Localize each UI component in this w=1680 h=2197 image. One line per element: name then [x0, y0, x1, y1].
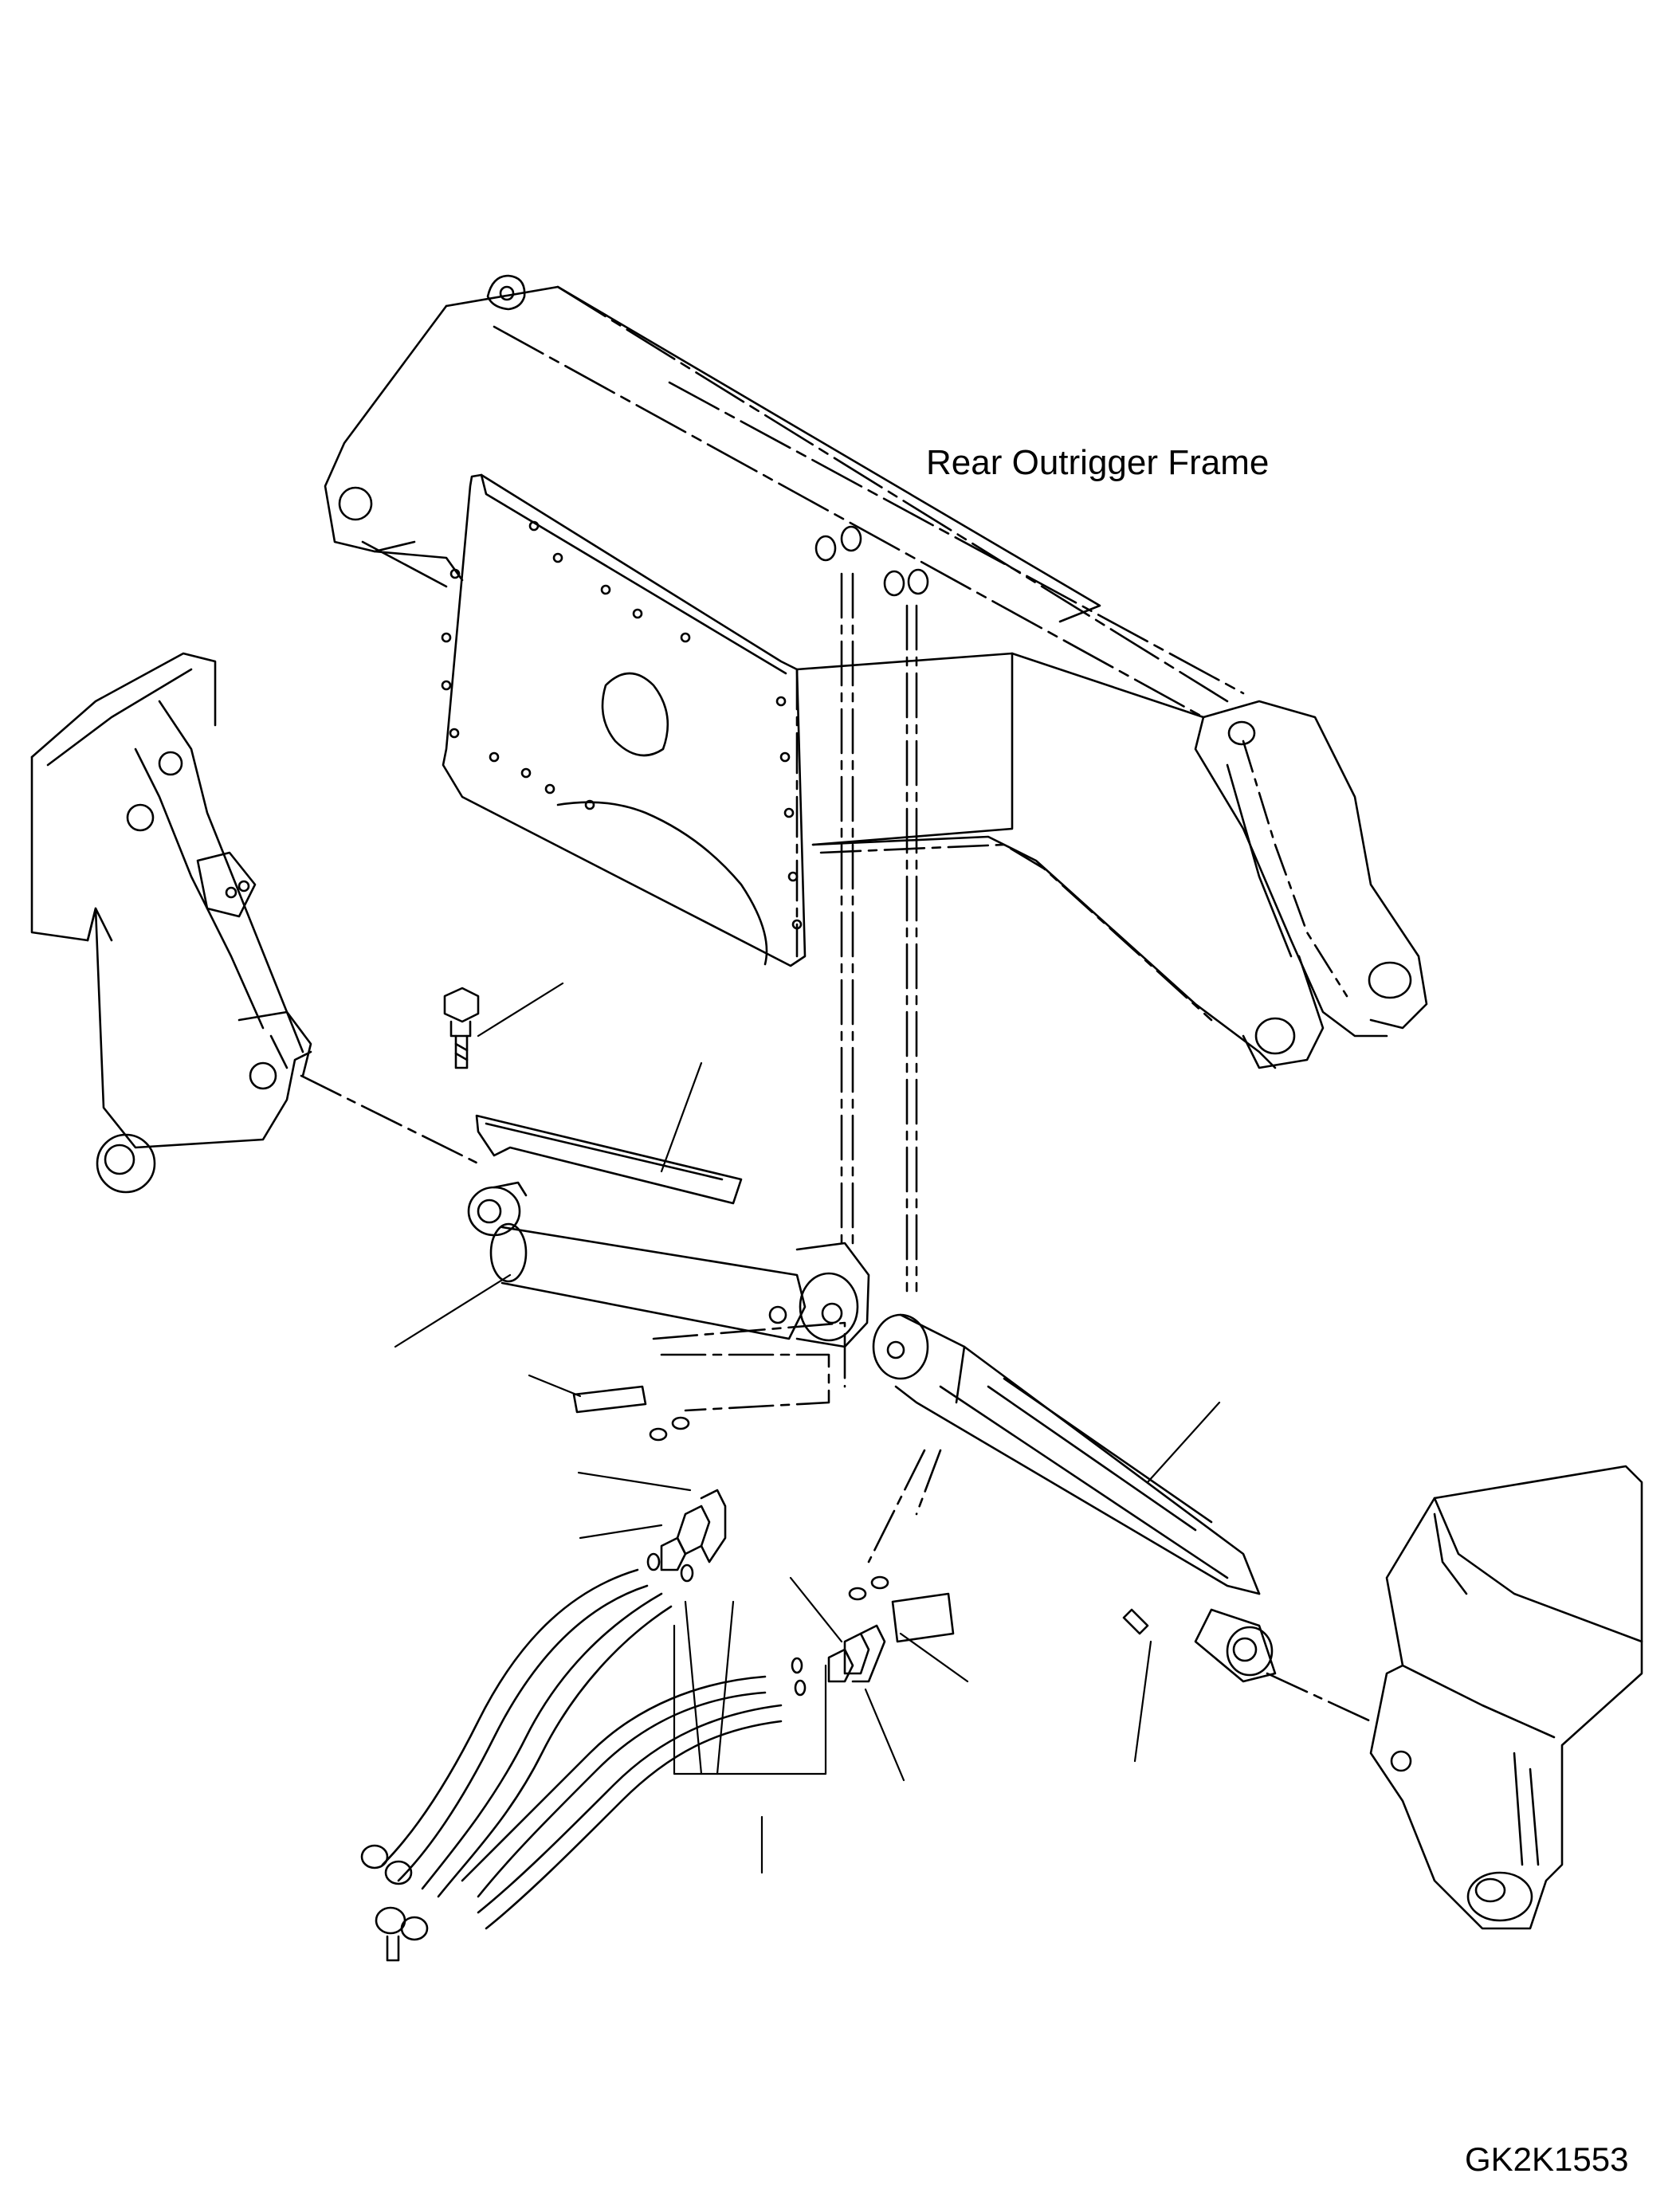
hydraulic-hoses [362, 1570, 781, 1960]
drawing-number-label: GK2K1553 [1465, 2140, 1629, 2178]
left-hydraulic-cylinder [469, 1183, 869, 1347]
o-rings [648, 1418, 888, 1695]
bolt-part [445, 988, 478, 1068]
elbow-fittings [661, 1490, 885, 1681]
rear-outrigger-frame [325, 276, 1427, 1068]
frame-title-label: Rear Outrigger Frame [926, 443, 1270, 482]
right-outrigger-leg [1371, 1466, 1642, 1928]
name-plates [574, 1387, 953, 1642]
right-hydraulic-cylinder [873, 1315, 1275, 1681]
left-outrigger-leg [32, 653, 311, 1192]
assembly-centerlines [301, 574, 1371, 1721]
leader-lines [395, 983, 1219, 1873]
cylinder-cover-plate [477, 1116, 741, 1203]
